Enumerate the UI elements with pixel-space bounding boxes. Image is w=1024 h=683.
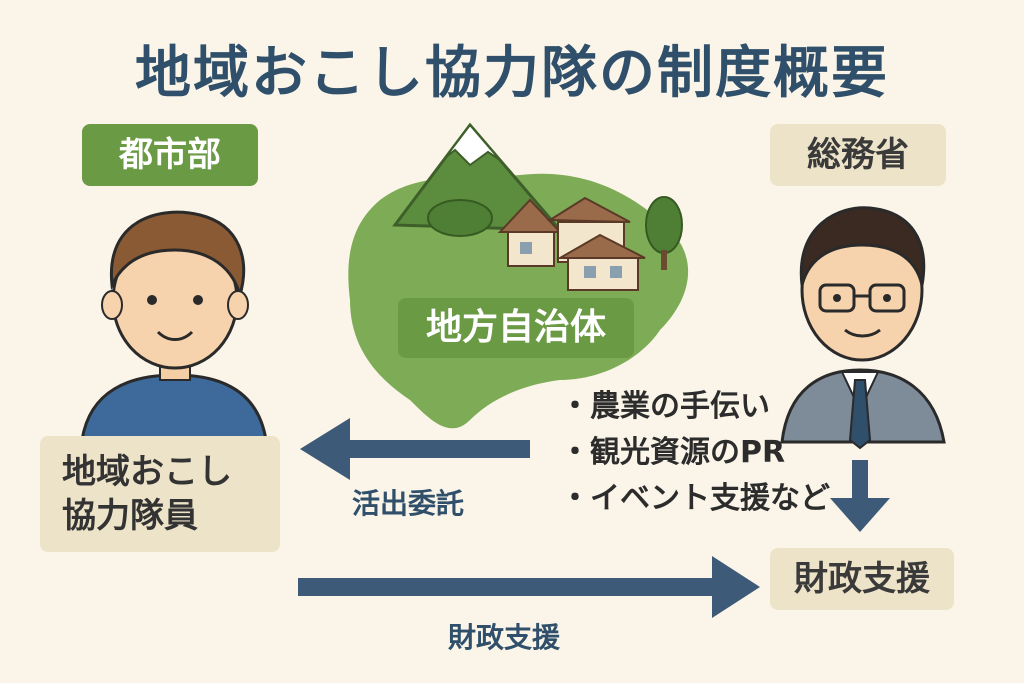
commission-arrow: [300, 418, 530, 480]
support-arrow-label: 財政支援: [448, 621, 561, 654]
financial-support-box: 財政支援: [770, 548, 954, 610]
down-arrow: [830, 460, 890, 532]
duty-item: 農業の手伝い: [560, 384, 830, 430]
support-arrow: [298, 556, 760, 618]
tree-icon: [645, 196, 683, 270]
member-line-1: 地域おこし: [62, 452, 232, 492]
local-government-tag: 地方自治体: [398, 298, 634, 358]
duties-list: 農業の手伝い 観光資源のPR イベント支援など: [560, 384, 830, 522]
member-box: 地域おこし 協力隊員: [40, 436, 280, 552]
ministry-tag: 総務省: [770, 124, 946, 186]
bush-icon: [427, 199, 493, 237]
house-icon: [497, 196, 646, 291]
duty-item: イベント支援など: [560, 476, 830, 522]
official-man-icon: [780, 206, 946, 450]
member-line-2: 協力隊員: [62, 496, 198, 536]
page-title: 地域おこし協力隊の制度概要: [135, 41, 889, 106]
young-man-icon: [80, 210, 268, 442]
urban-area-tag: 都市部: [82, 124, 258, 186]
commission-label: 活出委託: [352, 487, 465, 520]
duty-item: 観光資源のPR: [560, 430, 830, 476]
